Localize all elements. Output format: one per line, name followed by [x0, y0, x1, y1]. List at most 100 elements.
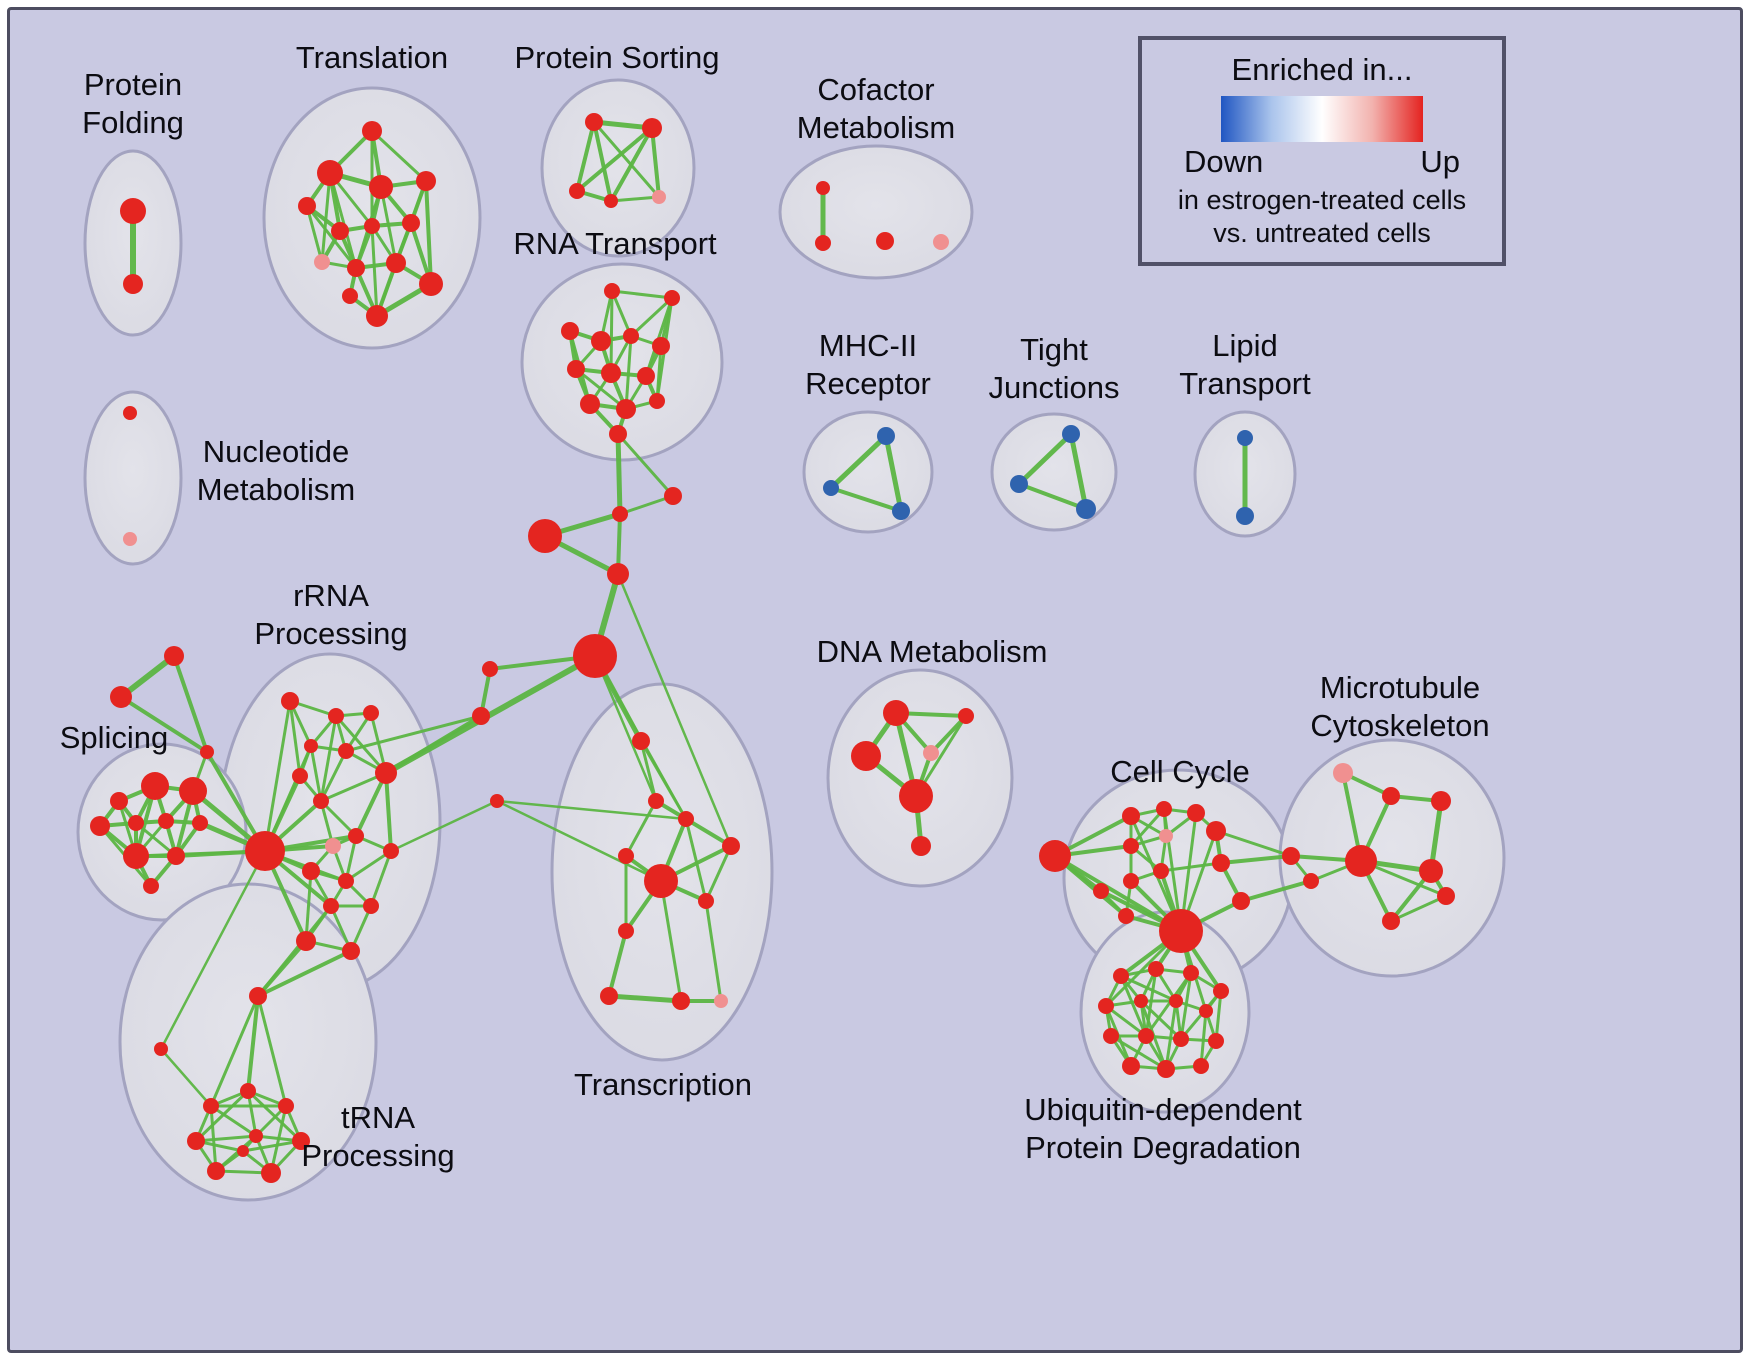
node: [664, 290, 680, 306]
node: [123, 532, 137, 546]
node: [604, 283, 620, 299]
node: [383, 843, 399, 859]
node: [816, 181, 830, 195]
node: [1419, 859, 1443, 883]
node: [123, 274, 143, 294]
node: [1206, 821, 1226, 841]
edge: [1389, 894, 1448, 923]
edge: [305, 204, 358, 270]
legend-down-label: Down: [1184, 144, 1264, 179]
edge: [607, 929, 628, 998]
node: [1153, 863, 1169, 879]
edge: [344, 849, 393, 883]
edge: [592, 120, 613, 203]
node: [652, 190, 666, 204]
node: [1159, 829, 1173, 843]
node: [1010, 475, 1028, 493]
node: [143, 878, 159, 894]
edge: [1164, 999, 1178, 1071]
node: [573, 634, 617, 678]
edge: [369, 849, 393, 908]
node: [154, 1042, 168, 1056]
node: [528, 519, 562, 553]
edge: [1104, 1004, 1148, 1038]
node: [348, 828, 364, 844]
node: [672, 992, 690, 1010]
node: [123, 406, 137, 420]
node: [609, 425, 627, 443]
node: [877, 427, 895, 445]
edge: [659, 879, 683, 1003]
node: [618, 848, 634, 864]
node: [1199, 1004, 1213, 1018]
edge: [1144, 971, 1193, 1038]
edge: [495, 799, 663, 883]
node: [911, 836, 931, 856]
edge: [384, 771, 393, 853]
node: [1208, 1033, 1224, 1049]
node: [616, 399, 636, 419]
node: [1193, 1058, 1209, 1074]
legend-up-label: Up: [1420, 144, 1460, 179]
node: [815, 235, 831, 251]
node: [1122, 1057, 1140, 1075]
edge: [610, 289, 674, 300]
node: [644, 864, 678, 898]
edge: [134, 849, 267, 858]
node: [649, 393, 665, 409]
edge: [615, 431, 623, 517]
legend-gradient-bar: [1221, 96, 1423, 142]
node: [278, 1098, 294, 1114]
legend-subtitle-2: vs. untreated cells: [1213, 218, 1431, 248]
legend: Enriched in... Down Up in estrogen-treat…: [1138, 36, 1506, 266]
edge: [575, 120, 596, 193]
node: [1148, 961, 1164, 977]
edge: [592, 120, 661, 199]
edge: [1017, 482, 1088, 511]
node: [1236, 507, 1254, 525]
edge: [384, 714, 483, 775]
node: [1138, 1028, 1154, 1044]
node: [1157, 1060, 1175, 1078]
edge: [629, 296, 674, 338]
node: [1122, 807, 1140, 825]
node: [722, 837, 740, 855]
node: [585, 113, 603, 131]
node: [1237, 430, 1253, 446]
node: [1156, 801, 1172, 817]
node: [580, 394, 600, 414]
edge: [609, 126, 654, 203]
node: [1118, 908, 1134, 924]
node: [298, 197, 316, 215]
node: [342, 288, 358, 304]
node: [363, 705, 379, 721]
edge: [575, 126, 654, 193]
node: [1303, 873, 1319, 889]
edge: [1016, 431, 1074, 487]
edge: [256, 994, 288, 1108]
node: [261, 1163, 281, 1183]
edge: [616, 572, 733, 848]
edge: [1214, 989, 1223, 1043]
edge: [305, 204, 324, 264]
cluster-label-cell-cycle: Cell Cycle: [1110, 754, 1250, 789]
edge: [119, 695, 209, 754]
edge: [704, 899, 723, 1003]
edge: [624, 799, 658, 858]
node: [958, 708, 974, 724]
node: [1437, 887, 1455, 905]
edge: [256, 904, 333, 998]
node: [1076, 499, 1096, 519]
node: [123, 843, 149, 869]
edge: [370, 224, 379, 318]
edge: [319, 771, 388, 803]
edge: [319, 799, 358, 838]
edge: [1159, 861, 1223, 873]
node: [472, 707, 490, 725]
edge: [1199, 1009, 1208, 1068]
edge: [639, 739, 658, 803]
